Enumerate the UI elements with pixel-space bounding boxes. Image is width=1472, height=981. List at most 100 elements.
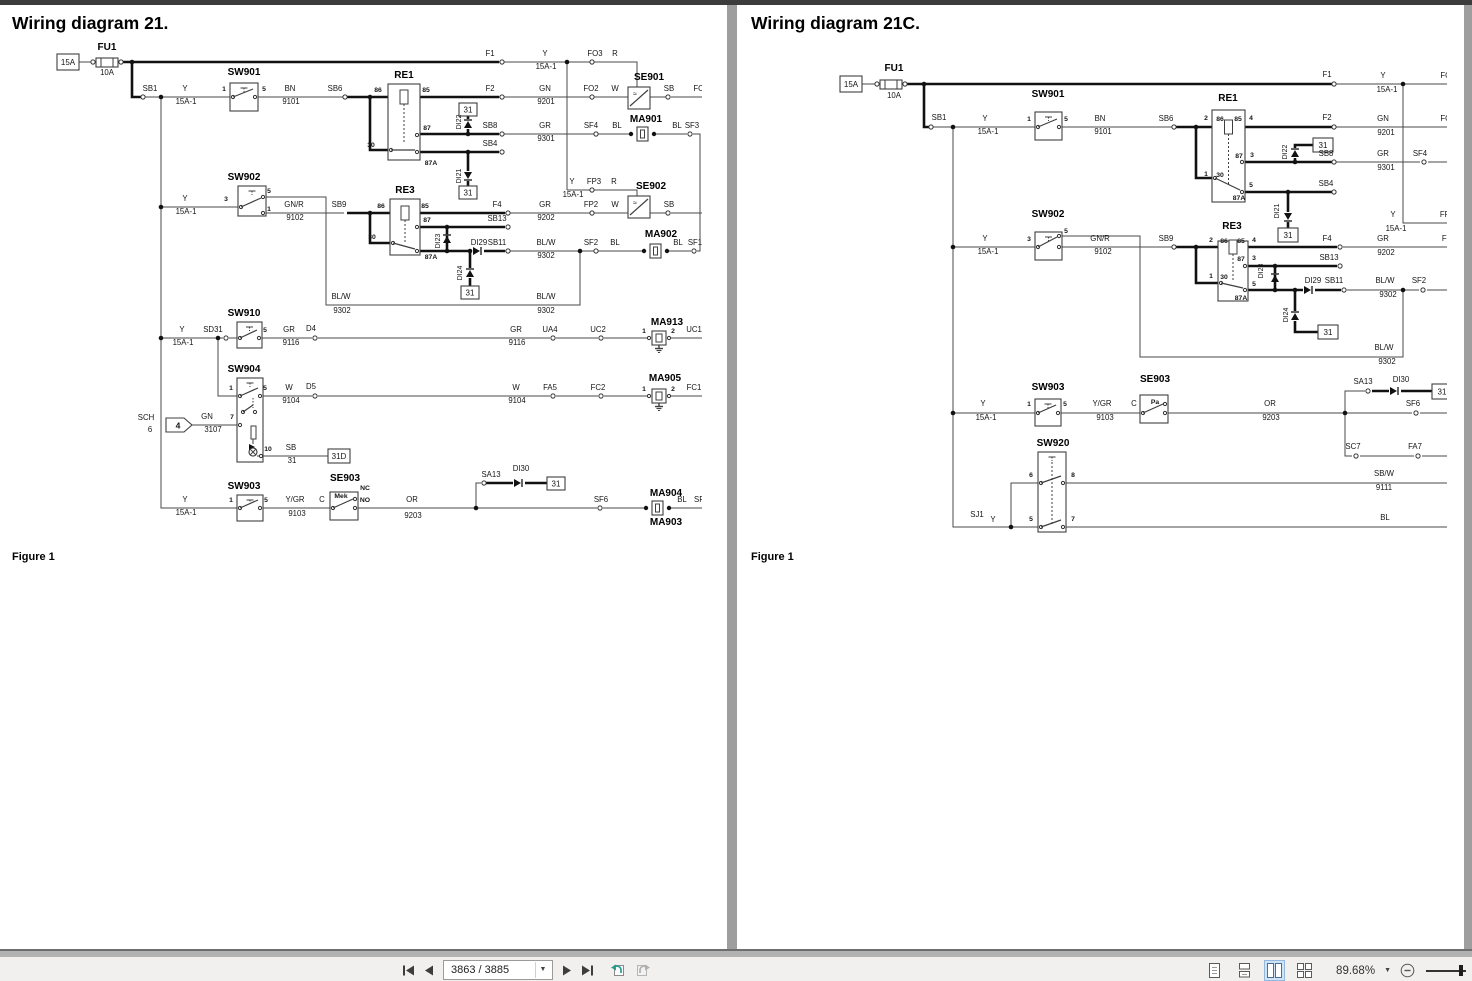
- schematic-shape: 2: [671, 386, 675, 393]
- schematic-shape: [1304, 286, 1311, 294]
- schematic-shape: 9202: [1377, 248, 1394, 257]
- last-page-button[interactable]: [581, 965, 594, 976]
- schematic-shape: [1037, 236, 1058, 248]
- schematic-shape: Y: [1380, 71, 1386, 80]
- page-dropdown-caret-icon[interactable]: ▼: [535, 962, 550, 978]
- schematic-shape: FP2: [1442, 234, 1447, 243]
- schematic-shape: 9301: [1377, 163, 1394, 172]
- next-page-icon: [563, 965, 571, 975]
- schematic-shape: [252, 409, 258, 415]
- schematic-shape: FU1: [98, 42, 117, 53]
- schematic-shape: [1413, 410, 1419, 416]
- zoom-slider-handle[interactable]: [1459, 965, 1463, 976]
- schematic-shape: 9201: [537, 97, 554, 106]
- figure-caption-left: Figure 1: [12, 551, 55, 563]
- schematic-shape: 4: [1249, 115, 1253, 122]
- schematic-shape: BL/W: [1375, 276, 1395, 285]
- schematic-shape: [464, 172, 472, 179]
- schematic-shape: [1239, 159, 1245, 165]
- schematic-shape: [444, 224, 450, 230]
- next-page-button[interactable]: [562, 965, 572, 976]
- schematic-shape: [414, 224, 420, 230]
- schematic-shape: DI24: [457, 266, 464, 281]
- first-page-button[interactable]: [402, 965, 415, 976]
- schematic-shape: SB4: [1319, 179, 1334, 188]
- schematic-shape: 5: [1064, 228, 1068, 235]
- schematic-shape: 9116: [283, 338, 300, 347]
- zoom-out-button[interactable]: [1400, 963, 1415, 978]
- schematic-shape: 1: [642, 328, 646, 335]
- schematic-shape: SW903: [1032, 382, 1065, 393]
- schematic-shape: Y: [1390, 210, 1396, 219]
- window-top-edge: [0, 0, 1472, 5]
- schematic-shape: 31D: [332, 452, 347, 461]
- schematic-shape: [499, 94, 505, 100]
- schematic-shape: W: [285, 383, 293, 392]
- schematic-shape: DI24: [1283, 308, 1290, 323]
- schematic-shape: 3: [1252, 255, 1256, 262]
- schematic-shape: SF4: [1413, 149, 1428, 158]
- schematic-shape: 31: [466, 289, 475, 298]
- schematic-shape: [1228, 239, 1238, 255]
- previous-page-button[interactable]: [424, 965, 434, 976]
- schematic-shape: SF2: [1412, 276, 1426, 285]
- schematic-shape: SW901: [228, 67, 261, 78]
- layout-continuous-button[interactable]: [1234, 960, 1255, 981]
- schematic-shape: [687, 131, 693, 137]
- previous-view-button[interactable]: [609, 963, 626, 977]
- schematic-shape: MA902: [645, 229, 678, 240]
- schematic-shape: BL/W: [1374, 343, 1394, 352]
- schematic-shape: DI21: [1274, 204, 1281, 219]
- schematic-shape: [1055, 410, 1061, 416]
- schematic-shape: 86: [377, 203, 385, 210]
- schematic-shape: [655, 333, 663, 343]
- schematic-shape: SJ1: [970, 510, 983, 519]
- schematic-shape: 9103: [1096, 413, 1113, 422]
- schematic-shape: Y/GR: [285, 495, 304, 504]
- schematic-shape: 87A: [425, 254, 438, 261]
- schematic-shape: SF6: [594, 495, 608, 504]
- layout-single-page-button[interactable]: [1204, 960, 1225, 981]
- schematic-shape: SB11: [488, 238, 507, 247]
- zoom-slider[interactable]: [1426, 964, 1466, 977]
- schematic-shape: [237, 422, 243, 428]
- schematic-shape: [653, 246, 658, 256]
- schematic-shape: 30: [1220, 274, 1228, 281]
- schematic-shape: DI23: [1258, 264, 1265, 279]
- schematic-shape: Y/GR: [1092, 399, 1111, 408]
- schematic-shape: BN: [1095, 114, 1106, 123]
- schematic-shape: [1220, 282, 1244, 289]
- schematic-shape: SB13: [487, 214, 506, 223]
- schematic-shape: 3107: [204, 425, 221, 434]
- schematic-shape: DI23: [435, 234, 442, 249]
- schematic-shape: [693, 133, 701, 252]
- schematic-shape: [499, 61, 638, 87]
- schematic-shape: SF3: [685, 121, 699, 130]
- schematic-shape: 31: [1319, 141, 1328, 150]
- schematic-shape: [1402, 84, 1447, 224]
- schematic-shape: 9101: [282, 97, 299, 106]
- schematic-shape: 15A: [61, 58, 76, 67]
- schematic-shape: [1400, 81, 1406, 87]
- schematic-shape: 5: [1064, 116, 1068, 123]
- schematic-shape: 3: [1250, 152, 1254, 159]
- schematic-shape: [1242, 287, 1248, 293]
- schematic-shape: SF1: [688, 238, 702, 247]
- schematic-shape: FO3: [1440, 71, 1447, 80]
- schematic-shape: FO1: [693, 84, 702, 93]
- schematic-shape: SF6: [1406, 399, 1420, 408]
- layout-two-up-continuous-button[interactable]: [1294, 960, 1315, 981]
- schematic-shape: SB: [286, 443, 296, 452]
- schematic-shape: SB1: [143, 84, 158, 93]
- schematic-shape: 15A-1: [173, 338, 194, 347]
- page-number-input[interactable]: [444, 964, 535, 976]
- next-view-button[interactable]: [635, 963, 652, 977]
- layout-two-up-button[interactable]: [1264, 960, 1286, 981]
- schematic-shape: [1337, 244, 1343, 250]
- schematic-shape: FO3: [587, 49, 602, 58]
- schematic-shape: Mek: [334, 493, 347, 500]
- zoom-dropdown-caret-icon[interactable]: ▼: [1384, 967, 1391, 974]
- schematic-shape: [165, 417, 193, 433]
- schematic-shape: [443, 236, 451, 243]
